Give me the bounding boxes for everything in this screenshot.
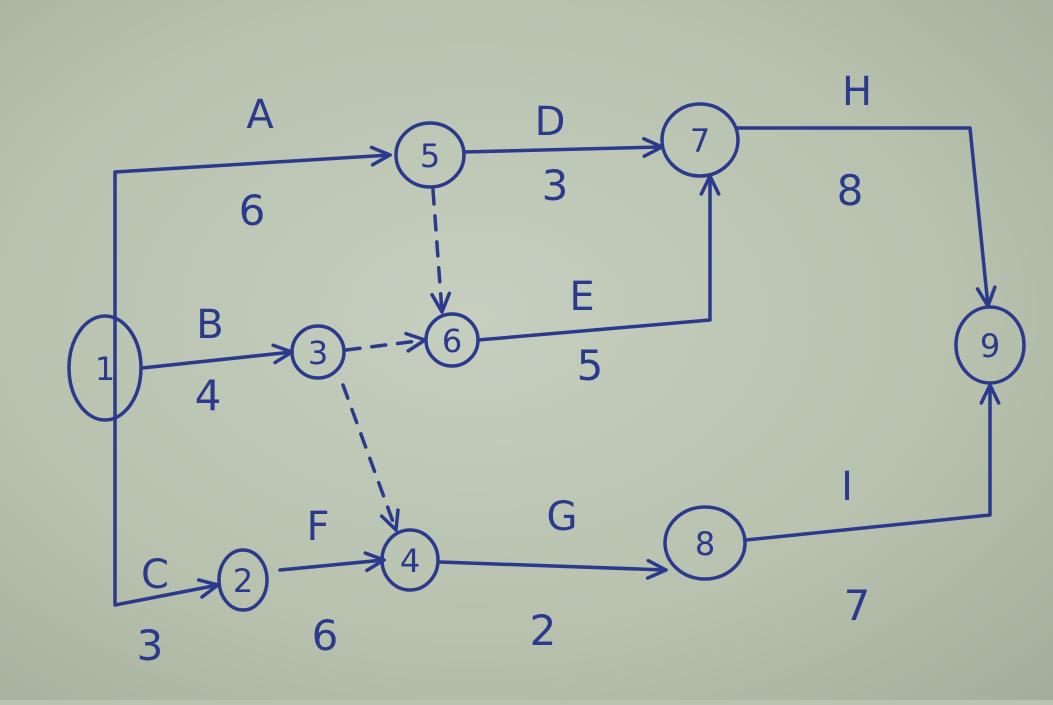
activity-label: D [535,99,566,145]
activity-arrow-F [278,558,386,572]
node-circle-7 [660,102,740,178]
arrowhead-icon [645,558,668,580]
activity-label: C [141,552,169,598]
dummy-arrow-3-4 [341,383,398,532]
node-label: 3 [308,334,328,372]
activity-arrow-A [113,153,392,422]
activity-arrow-D [462,145,664,154]
activity-arrow-B [140,350,294,370]
node-circle-5 [394,121,466,189]
activity-duration: 3 [542,161,569,210]
arrowhead-icon [363,551,386,573]
node-circle-8 [663,505,747,581]
activity-duration: 3 [137,621,164,670]
dummy-arrow-3-6 [344,338,427,352]
activity-arrow-H [736,126,990,308]
node-label: 1 [95,350,115,388]
node-label: 9 [980,327,1000,365]
node-label: 4 [400,542,420,580]
node-label: 2 [233,562,253,600]
arrowhead-icon [369,145,392,167]
node-label: 7 [690,122,710,160]
activity-label: B [196,302,223,348]
activity-label: G [547,494,578,540]
activity-duration: 7 [844,581,871,630]
node-label: 6 [442,322,462,360]
arrowhead-icon [430,291,452,314]
activity-arrow-E [476,174,712,342]
node-circle-4 [380,528,440,592]
activity-duration: 6 [312,611,339,660]
activity-arrow-G [438,560,668,572]
activity-duration: 4 [195,371,222,420]
activity-label: H [842,69,872,115]
dummy-arrow-5-6 [431,188,444,314]
activity-duration: 6 [239,186,266,235]
activity-label: F [306,504,329,550]
node-circle-9 [954,305,1026,385]
activity-label: A [246,92,274,138]
node-circle-3 [290,324,346,380]
arrowhead-icon [979,383,1001,405]
node-label: 8 [695,525,715,563]
node-circle-1 [67,314,143,422]
node-label: 5 [420,137,440,175]
node-circle-6 [424,312,480,368]
activity-duration: 2 [530,606,557,655]
activity-label: E [569,274,594,320]
node-circle-2 [217,548,269,612]
activity-duration: 8 [837,166,864,215]
activity-label: I [841,464,853,510]
arrowhead-icon [379,508,400,532]
activity-arrow-C [113,418,220,607]
activity-arrow-I [744,383,992,542]
activity-duration: 5 [577,341,604,390]
